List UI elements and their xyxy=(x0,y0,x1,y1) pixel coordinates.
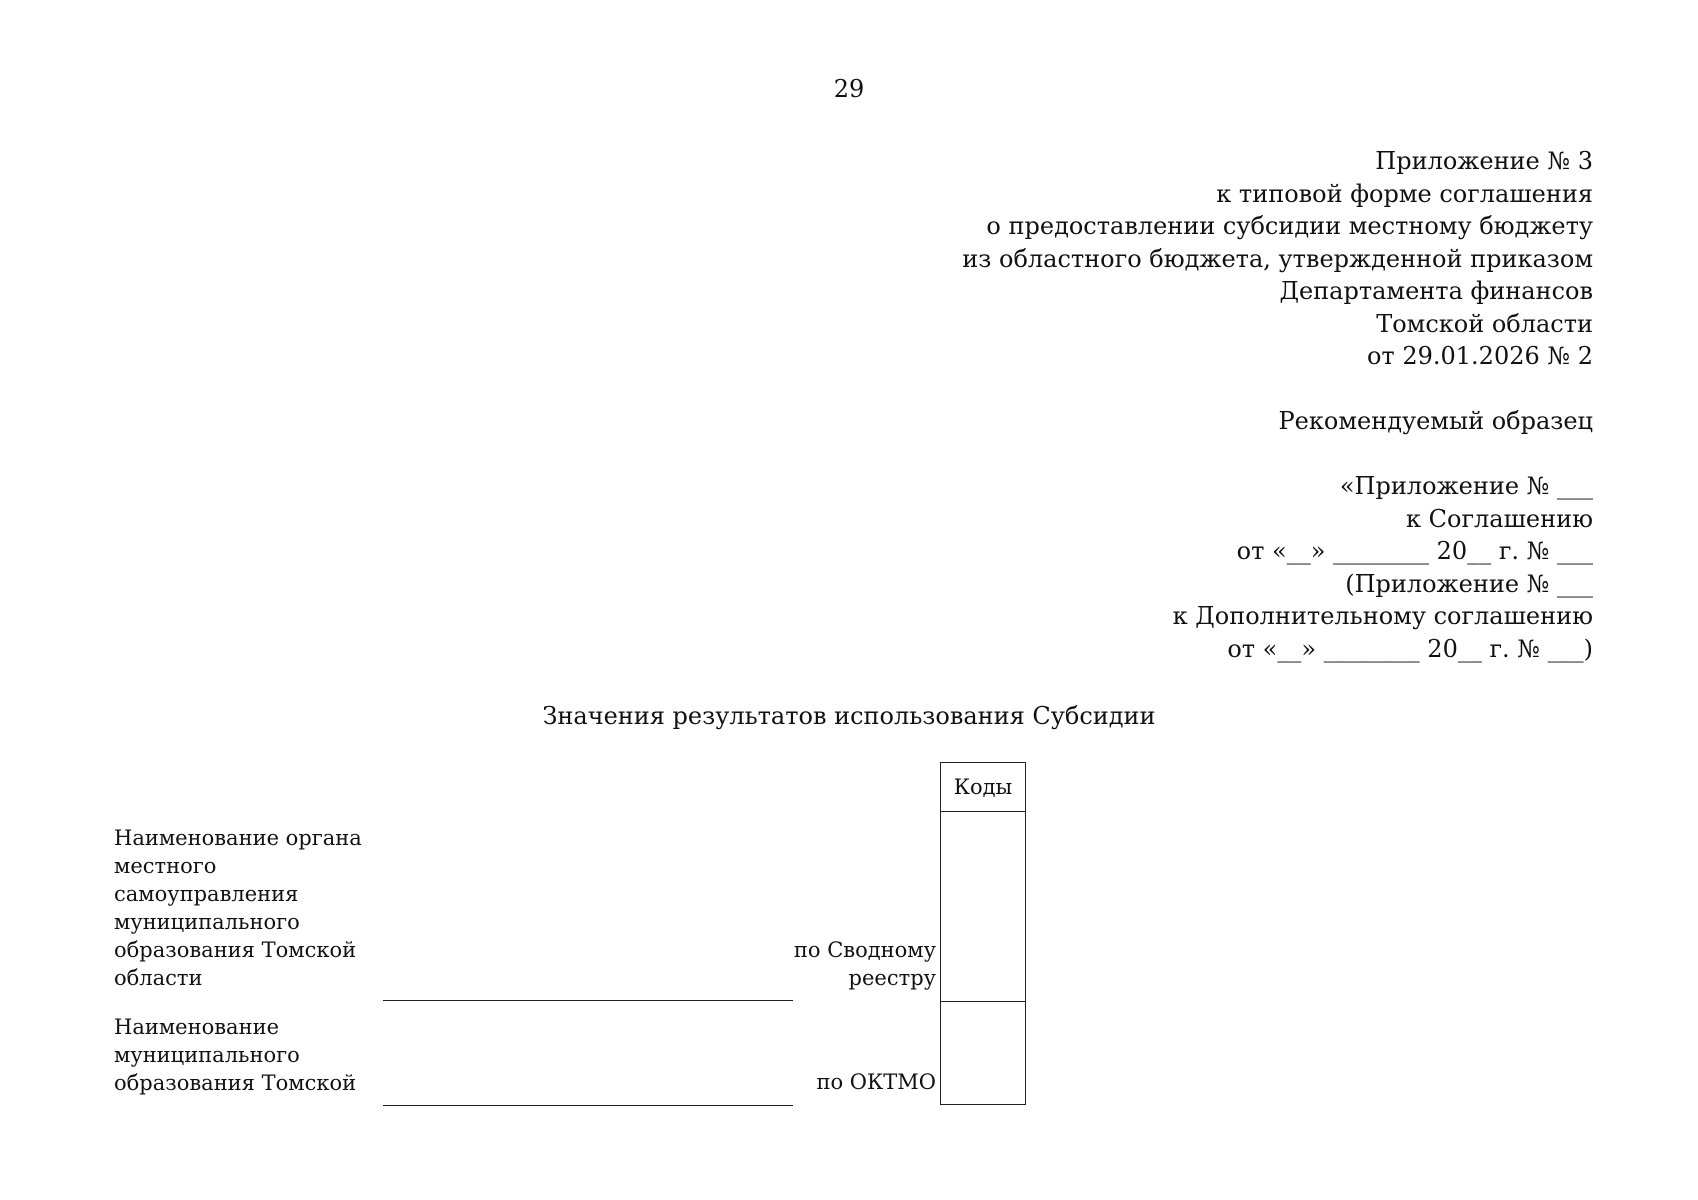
codes-table: Коды xyxy=(940,762,1026,1105)
register-code-label: по Сводному реестру xyxy=(794,936,936,992)
register-code-label-line: по Сводному xyxy=(793,938,936,962)
agreement-header: «Приложение № ___ к Соглашению от «__» _… xyxy=(1173,470,1593,665)
codes-header: Коды xyxy=(941,763,1025,812)
page-number: 29 xyxy=(833,75,865,103)
municipal-body-fill-line[interactable] xyxy=(383,1000,793,1001)
appendix-line: от 29.01.2026 № 2 xyxy=(1366,342,1593,370)
appendix-line: Томской области xyxy=(1376,309,1593,338)
appendix-line: Приложение № 3 xyxy=(1375,147,1593,175)
agreement-line: к Соглашению xyxy=(1406,504,1593,533)
appendix-line: из областного бюджета, утвержденной прик… xyxy=(962,244,1593,273)
register-code-label-line: реестру xyxy=(848,966,936,990)
oktmo-code-cell[interactable] xyxy=(941,1002,1025,1104)
sample-label-text: Рекомендуемый образец xyxy=(1278,407,1593,435)
appendix-line: о предоставлении субсидии местному бюдже… xyxy=(986,212,1593,240)
agreement-line: к Дополнительному соглашению xyxy=(1172,602,1593,630)
agreement-line: от «__» ________ 20__ г. № ___ xyxy=(1236,537,1593,565)
appendix-header: Приложение № 3 к типовой форме соглашени… xyxy=(962,145,1593,373)
municipality-fill-line[interactable] xyxy=(383,1105,793,1106)
register-code-cell[interactable] xyxy=(941,812,1025,1002)
oktmo-code-label-line: по ОКТМО xyxy=(816,1070,936,1094)
oktmo-code-label: по ОКТМО xyxy=(816,1068,936,1096)
appendix-line: Департамента финансов xyxy=(1279,277,1593,305)
municipality-label: Наименование муниципального образования … xyxy=(114,1015,357,1095)
agreement-line: «Приложение № ___ xyxy=(1339,472,1593,500)
agreement-line: (Приложение № ___ xyxy=(1345,569,1593,598)
agreement-line: от «__» ________ 20__ г. № ___) xyxy=(1227,634,1593,663)
sample-label: Рекомендуемый образец xyxy=(1279,405,1593,438)
municipal-body-label: Наименование органа местного самоуправле… xyxy=(114,826,362,990)
document-title: Значения результатов использования Субси… xyxy=(542,702,1156,730)
appendix-line: к типовой форме соглашения xyxy=(1216,179,1593,208)
